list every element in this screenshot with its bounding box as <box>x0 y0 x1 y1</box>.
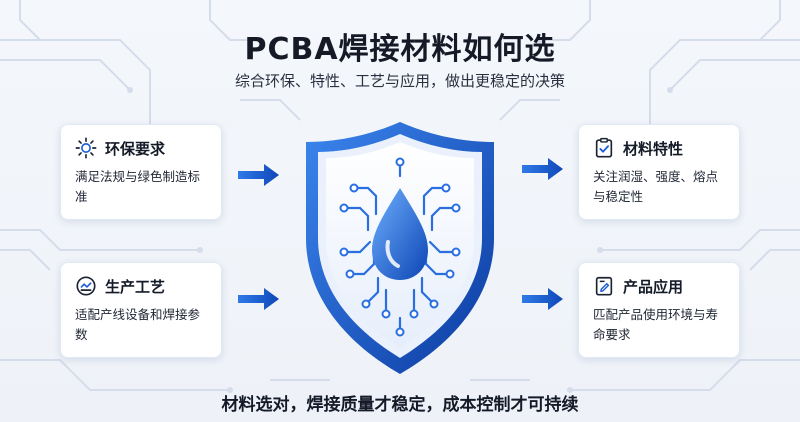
arrow-right-icon <box>238 288 279 310</box>
process-icon <box>76 276 96 296</box>
card-title: 产品应用 <box>623 277 684 296</box>
sun-icon <box>75 137 97 159</box>
footer-slogan: 材料选对，焊接质量才稳定，成本控制才可持续 <box>221 395 579 415</box>
card-environmental: 环保要求 满足法规与绿色制造标准 <box>60 124 222 220</box>
arrow-right-icon <box>522 158 563 180</box>
card-title: 材料特性 <box>623 139 684 158</box>
page-subtitle: 综合环保、特性、工艺与应用，做出更稳定的决策 <box>234 72 565 90</box>
card-description: 适配产线设备和焊接参数 <box>75 307 201 342</box>
card-description: 关注润湿、强度、熔点与稳定性 <box>593 169 719 204</box>
arrow-right-icon <box>522 288 563 310</box>
arrow-right-icon <box>238 164 279 186</box>
card-material: 材料特性 关注润湿、强度、熔点与稳定性 <box>578 124 740 220</box>
card-process: 生产工艺 适配产线设备和焊接参数 <box>60 262 222 358</box>
shield-droplet-icon <box>306 122 494 374</box>
page-title: PCBA焊接材料如何选 <box>244 32 556 67</box>
clipboard-check-icon <box>595 137 613 158</box>
card-description: 满足法规与绿色制造标准 <box>75 169 201 204</box>
document-edit-icon <box>595 276 613 296</box>
card-application: 产品应用 匹配产品使用环境与寿命要求 <box>578 262 740 358</box>
card-title: 环保要求 <box>105 139 166 158</box>
card-description: 匹配产品使用环境与寿命要求 <box>593 307 719 342</box>
card-title: 生产工艺 <box>105 277 166 296</box>
